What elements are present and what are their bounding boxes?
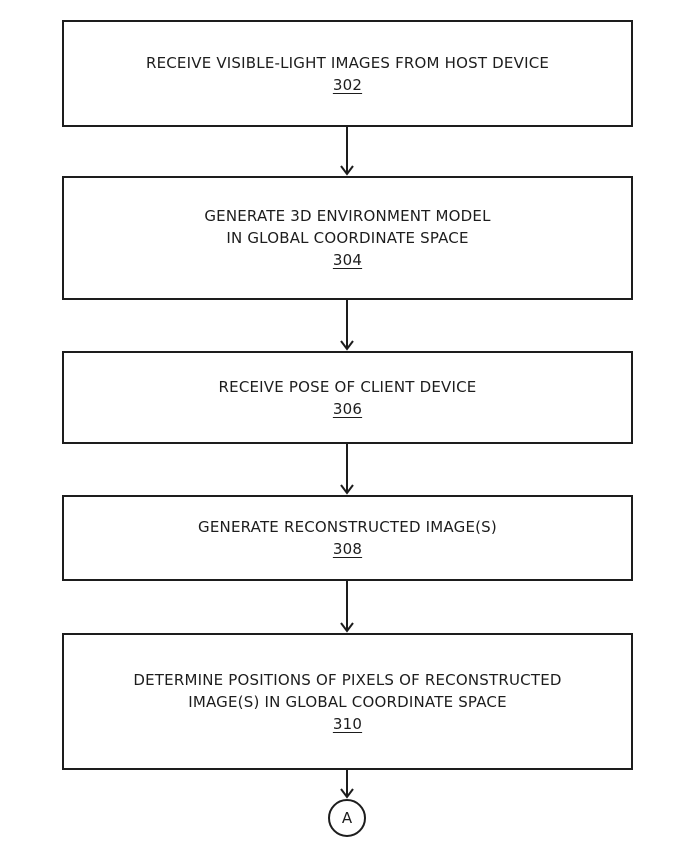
connector-circle: A xyxy=(328,799,366,837)
process-box-302: RECEIVE VISIBLE-LIGHT IMAGES FROM HOST D… xyxy=(62,20,633,127)
arrowhead-icon xyxy=(340,788,354,799)
flow-arrow-down xyxy=(340,300,354,351)
step-label: RECEIVE VISIBLE-LIGHT IMAGES FROM HOST D… xyxy=(145,53,550,72)
process-box-310: DETERMINE POSITIONS OF PIXELS OF RECONST… xyxy=(62,633,633,770)
arrowhead-icon xyxy=(340,165,354,176)
step-label: IN GLOBAL COORDINATE SPACE xyxy=(226,229,469,247)
arrowhead-icon xyxy=(340,622,354,633)
arrowhead-icon xyxy=(340,340,354,351)
process-box-304: GENERATE 3D ENVIRONMENT MODEL IN GLOBAL … xyxy=(62,176,633,300)
step-label: IMAGE(S) IN GLOBAL COORDINATE SPACE xyxy=(188,692,507,711)
flow-arrow-down xyxy=(340,444,354,495)
step-label: GENERATE 3D ENVIRONMENT MODEL xyxy=(204,207,491,225)
step-number: 308 xyxy=(332,540,363,558)
step-label: RECEIVE POSE OF CLIENT DEVICE xyxy=(218,377,477,396)
step-label: GENERATE RECONSTRUCTED IMAGE(S) xyxy=(198,518,497,536)
step-number: 306 xyxy=(332,399,363,418)
step-number: 310 xyxy=(332,714,363,733)
flow-arrow-down xyxy=(340,581,354,633)
flow-arrow-down xyxy=(340,770,354,799)
process-box-306: RECEIVE POSE OF CLIENT DEVICE 306 xyxy=(62,351,633,444)
process-box-308: GENERATE RECONSTRUCTED IMAGE(S) 308 xyxy=(62,495,633,581)
step-label: DETERMINE POSITIONS OF PIXELS OF RECONST… xyxy=(133,670,562,689)
arrowhead-icon xyxy=(340,484,354,495)
step-number: 302 xyxy=(332,75,363,94)
step-number: 304 xyxy=(332,251,363,269)
connector-label: A xyxy=(341,809,353,827)
flow-arrow-down xyxy=(340,127,354,176)
